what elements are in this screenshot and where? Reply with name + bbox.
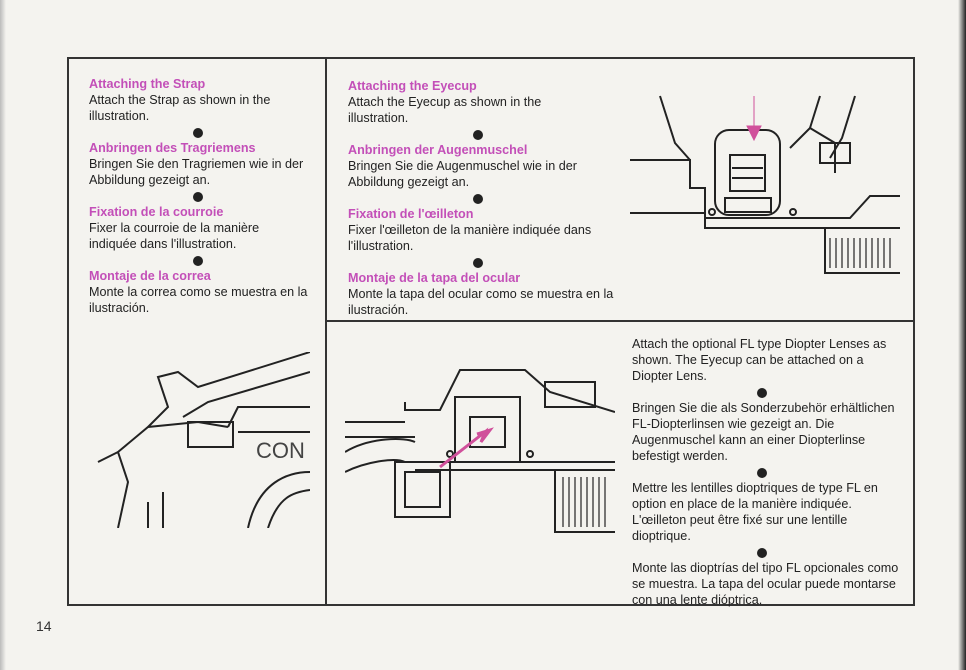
diopter-illustration — [345, 369, 615, 533]
bullet-dot — [473, 194, 483, 204]
illus-line — [809, 95, 821, 129]
eyecup-outline — [714, 129, 781, 216]
screw-icon — [526, 450, 534, 458]
camera-top — [227, 406, 310, 428]
eyecup-text-es: Monte la tapa del ocular como se muestra… — [348, 287, 614, 317]
diopter-lens-glass — [404, 471, 441, 508]
bullet-dot — [193, 192, 203, 202]
page-number: 14 — [36, 618, 52, 634]
eyecup-heading-fr: Fixation de l'œilleton — [348, 207, 474, 221]
strap-text-en: Attach the Strap as shown in the illustr… — [89, 93, 271, 123]
viewfinder-window — [469, 416, 506, 448]
arrow-down-icon — [746, 96, 762, 142]
grip-lines — [829, 238, 891, 268]
dial — [819, 142, 851, 164]
strap-heading-fr: Fixation de la courroie — [89, 205, 224, 219]
page-edge-shadow-right — [958, 0, 966, 670]
strap-heading-en: Attaching the Strap — [89, 77, 206, 91]
eyecup-text-fr: Fixer l'œilleton de la manière indiquée … — [348, 223, 592, 253]
illus-line — [824, 228, 900, 274]
dial — [544, 381, 596, 408]
diopter-text-es: Monte las dioptrías del tipo FL opcional… — [632, 561, 899, 607]
eyecup-window — [729, 154, 766, 192]
finger-outline — [345, 438, 416, 473]
illus-line — [704, 218, 900, 229]
strap-text-de: Bringen Sie den Tragriemen wie in der Ab… — [89, 157, 304, 187]
strap-text-fr: Fixer la courroie de la manière indiquée… — [89, 221, 260, 251]
bullet-dot — [473, 130, 483, 140]
diopter-text-en: Attach the optional FL type Diopter Lens… — [632, 337, 887, 383]
screw-icon — [446, 450, 454, 458]
frame-divider-horizontal — [325, 320, 915, 322]
lens-curve — [247, 471, 310, 528]
camera-top — [117, 420, 229, 453]
bullet-dot — [193, 128, 203, 138]
arrow-diagonal-icon — [439, 427, 494, 469]
camera-side — [97, 450, 130, 528]
bullet-dot — [757, 388, 767, 398]
eyecup-section: Attaching the Eyecup Attach the Eyecup a… — [348, 78, 618, 318]
camera-top — [404, 369, 615, 413]
frame-divider-vertical — [325, 57, 327, 606]
bullet-dot — [757, 468, 767, 478]
dial — [187, 421, 234, 448]
bullet-dot — [757, 548, 767, 558]
strap-section: Attaching the Strap Attach the Strap as … — [89, 76, 309, 316]
strap-heading-de: Anbringen des Tragriemens — [89, 141, 256, 155]
eyecup-heading-es: Montaje de la tapa del ocular — [348, 271, 521, 285]
strap-heading-es: Montaje de la correa — [89, 269, 211, 283]
diopter-text-de: Bringen Sie die als Sonderzubehör erhält… — [632, 401, 895, 463]
illus-line — [630, 159, 900, 219]
diopter-text-fr: Mettre les lentilles dioptriques de type… — [632, 481, 878, 543]
eyecup-base — [724, 197, 772, 213]
illus-line — [732, 167, 763, 179]
strap-outline — [147, 352, 310, 428]
illus-line — [829, 95, 856, 159]
diopter-section: Attach the optional FL type Diopter Lens… — [632, 336, 900, 608]
bullet-dot — [193, 256, 203, 266]
bullet-dot — [473, 258, 483, 268]
camera-line — [554, 470, 615, 533]
lens-curve — [267, 489, 310, 528]
eyecup-text-de: Bringen Sie die Augenmuschel wie in der … — [348, 159, 577, 189]
grip-lines — [562, 477, 606, 527]
strap-text-es: Monte la correa como se muestra en la il… — [89, 285, 308, 315]
screw-icon — [789, 208, 797, 216]
illus-line — [659, 95, 691, 161]
page-edge-shadow-left — [0, 0, 6, 670]
camera-line — [147, 492, 164, 528]
eyecup-heading-en: Attaching the Eyecup — [348, 79, 477, 93]
screw-icon — [708, 208, 716, 216]
eyecup-text-en: Attach the Eyecup as shown in the illust… — [348, 95, 542, 125]
content-frame — [67, 57, 915, 606]
strap-outline — [182, 371, 310, 418]
eyecup-illustration — [630, 95, 900, 274]
eyecup-heading-de: Anbringen der Augenmuschel — [348, 143, 528, 157]
strap-illustration: CON — [97, 352, 310, 528]
illus-line — [789, 126, 836, 173]
camera-label: CON — [256, 438, 305, 463]
camera-line — [345, 421, 415, 438]
diopter-lens — [394, 461, 451, 518]
